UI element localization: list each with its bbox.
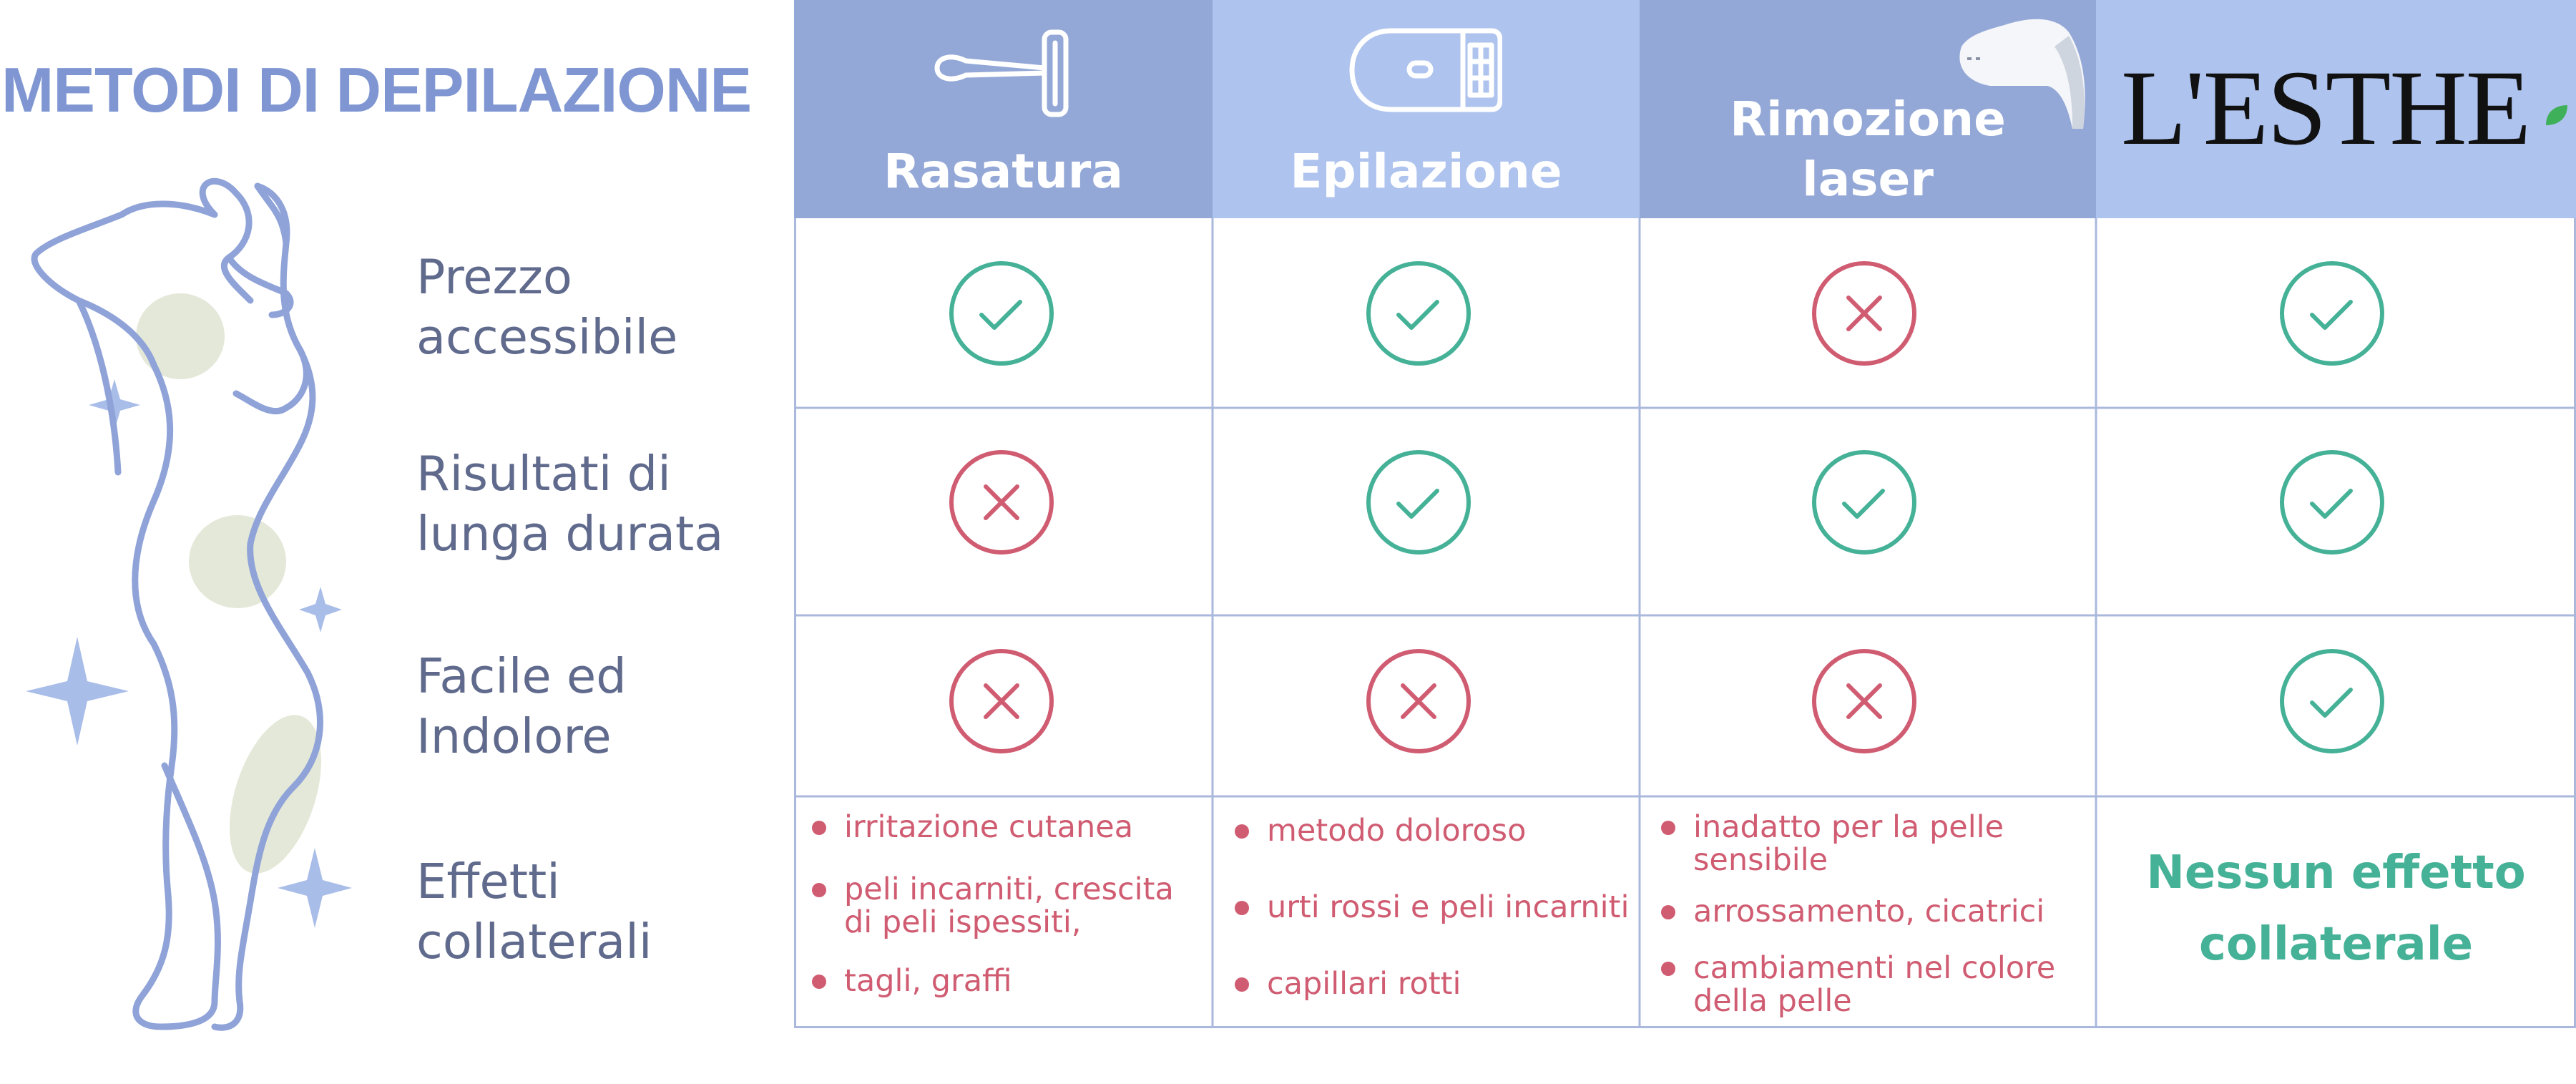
cross-icon bbox=[944, 445, 1059, 563]
side-effect-item: arrossamento, cicatrici bbox=[1661, 895, 2044, 928]
column-title-epilazione: Epilazione bbox=[1290, 144, 1562, 199]
check-icon bbox=[944, 256, 1059, 374]
cross-icon bbox=[1807, 644, 1921, 762]
side-effect-item: urti rossi e peli incarniti bbox=[1235, 891, 1629, 924]
side-effect-item: capillari rotti bbox=[1235, 967, 1461, 1000]
woman-silhouette-illustration bbox=[26, 177, 352, 1031]
check-icon bbox=[1361, 256, 1476, 374]
header-lesthe: L'ESTHE bbox=[2096, 0, 2576, 218]
comparison-grid bbox=[794, 218, 2576, 1028]
laser-device-icon bbox=[1959, 19, 2085, 129]
side-effect-item: tagli, graffi bbox=[812, 965, 1012, 997]
sparkle-icon bbox=[299, 587, 342, 633]
header-rasatura: Rasatura bbox=[794, 0, 1213, 218]
side-effect-item: irritazione cutanea bbox=[812, 811, 1133, 844]
check-icon bbox=[2275, 644, 2389, 762]
header-epilazione: Epilazione bbox=[1213, 0, 1640, 218]
side-effect-item: metodo doloroso bbox=[1235, 814, 1526, 847]
check-icon bbox=[2275, 445, 2389, 563]
sparkle-icon bbox=[278, 848, 352, 928]
brand-logo: L'ESTHE bbox=[2121, 49, 2531, 167]
sparkle-icon bbox=[89, 379, 140, 431]
sparkle-icon bbox=[26, 637, 129, 746]
check-icon bbox=[2275, 256, 2389, 374]
check-icon bbox=[1807, 445, 1921, 563]
epilator-icon bbox=[1349, 28, 1502, 112]
cross-icon bbox=[944, 644, 1059, 762]
check-icon bbox=[1361, 445, 1476, 563]
highlight-blob bbox=[189, 515, 286, 608]
leaf-icon bbox=[2546, 105, 2567, 125]
column-title-rasatura: Rasatura bbox=[883, 144, 1123, 199]
cross-icon bbox=[1807, 256, 1921, 374]
highlight-blob bbox=[229, 715, 322, 874]
page-title: METODI DI DEPILAZIONE bbox=[1, 54, 752, 125]
razor-icon bbox=[934, 29, 1069, 117]
cross-icon bbox=[1361, 644, 1476, 762]
highlight-blob bbox=[136, 293, 225, 379]
